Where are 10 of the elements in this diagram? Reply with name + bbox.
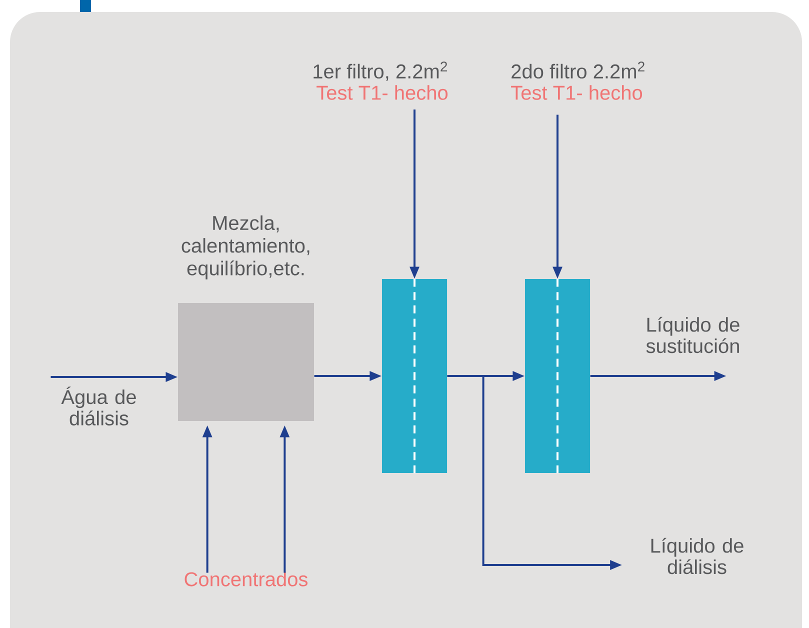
label-text: Concentrados: [184, 572, 308, 586]
node-label: Mezcla, calentamiento, equilíbrio,etc.: [182, 215, 310, 280]
label-text: Água de diálisis: [61, 386, 136, 426]
mixing-box: Mezcla, calentamiento, equilíbrio,etc.: [178, 215, 314, 421]
label-text: Líquido de sustitución: [646, 316, 740, 354]
filter-label: 2do filtro 2.2m$^{2}$ Test T1- hecho: [511, 62, 644, 100]
filter-box: [524, 278, 590, 474]
label-text: Líquido de diálisis: [651, 538, 744, 574]
filter-label: 1er filtro, 2.2m$^{2}$ Test T1- hecho: [314, 62, 448, 100]
filter-box: [382, 278, 448, 474]
